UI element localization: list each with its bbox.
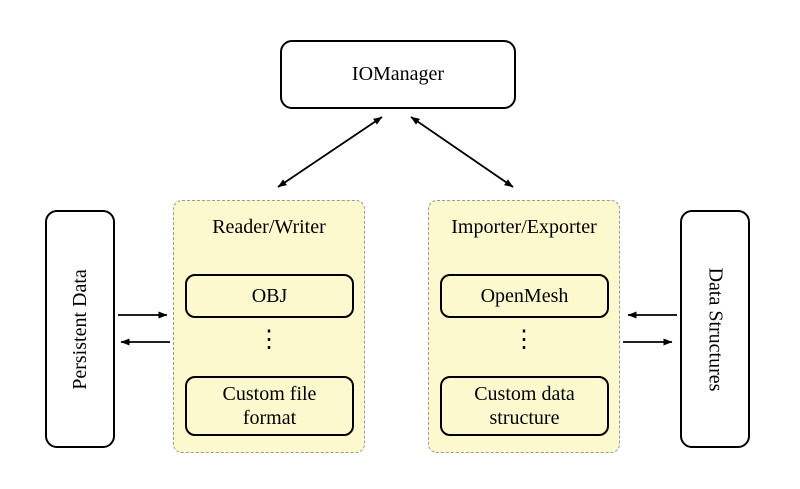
reader-writer-ellipsis: ⋮ [257,327,281,353]
custom-file-format-node: Custom file format [185,376,354,436]
persistent-data-node: Persistent Data [45,210,115,448]
iomanager-node: IOManager [280,40,516,109]
importer-exporter-group: Importer/Exporter OpenMesh ⋮ Custom data… [428,200,620,453]
openmesh-label: OpenMesh [480,285,569,307]
openmesh-node: OpenMesh [440,274,609,318]
custom-data-structure-node: Custom data structure [440,376,609,436]
importer-exporter-ellipsis: ⋮ [512,327,536,353]
data-structures-node: Data Structures [680,210,750,448]
iomanager-label: IOManager [351,63,445,85]
obj-node: OBJ [185,274,354,318]
importer-exporter-title: Importer/Exporter [451,216,597,238]
persistent-data-label: Persistent Data [68,268,91,390]
reader-writer-group: Reader/Writer OBJ ⋮ Custom file format [173,200,365,453]
arrow-iomanager-importerexporter [410,116,514,188]
obj-label: OBJ [251,285,288,307]
arrow-iomanager-readerwriter [277,116,383,188]
custom-data-structure-label: Custom data structure [474,383,575,429]
custom-file-format-label: Custom file format [222,383,317,429]
reader-writer-title: Reader/Writer [212,216,326,238]
data-structures-label: Data Structures [704,267,727,391]
